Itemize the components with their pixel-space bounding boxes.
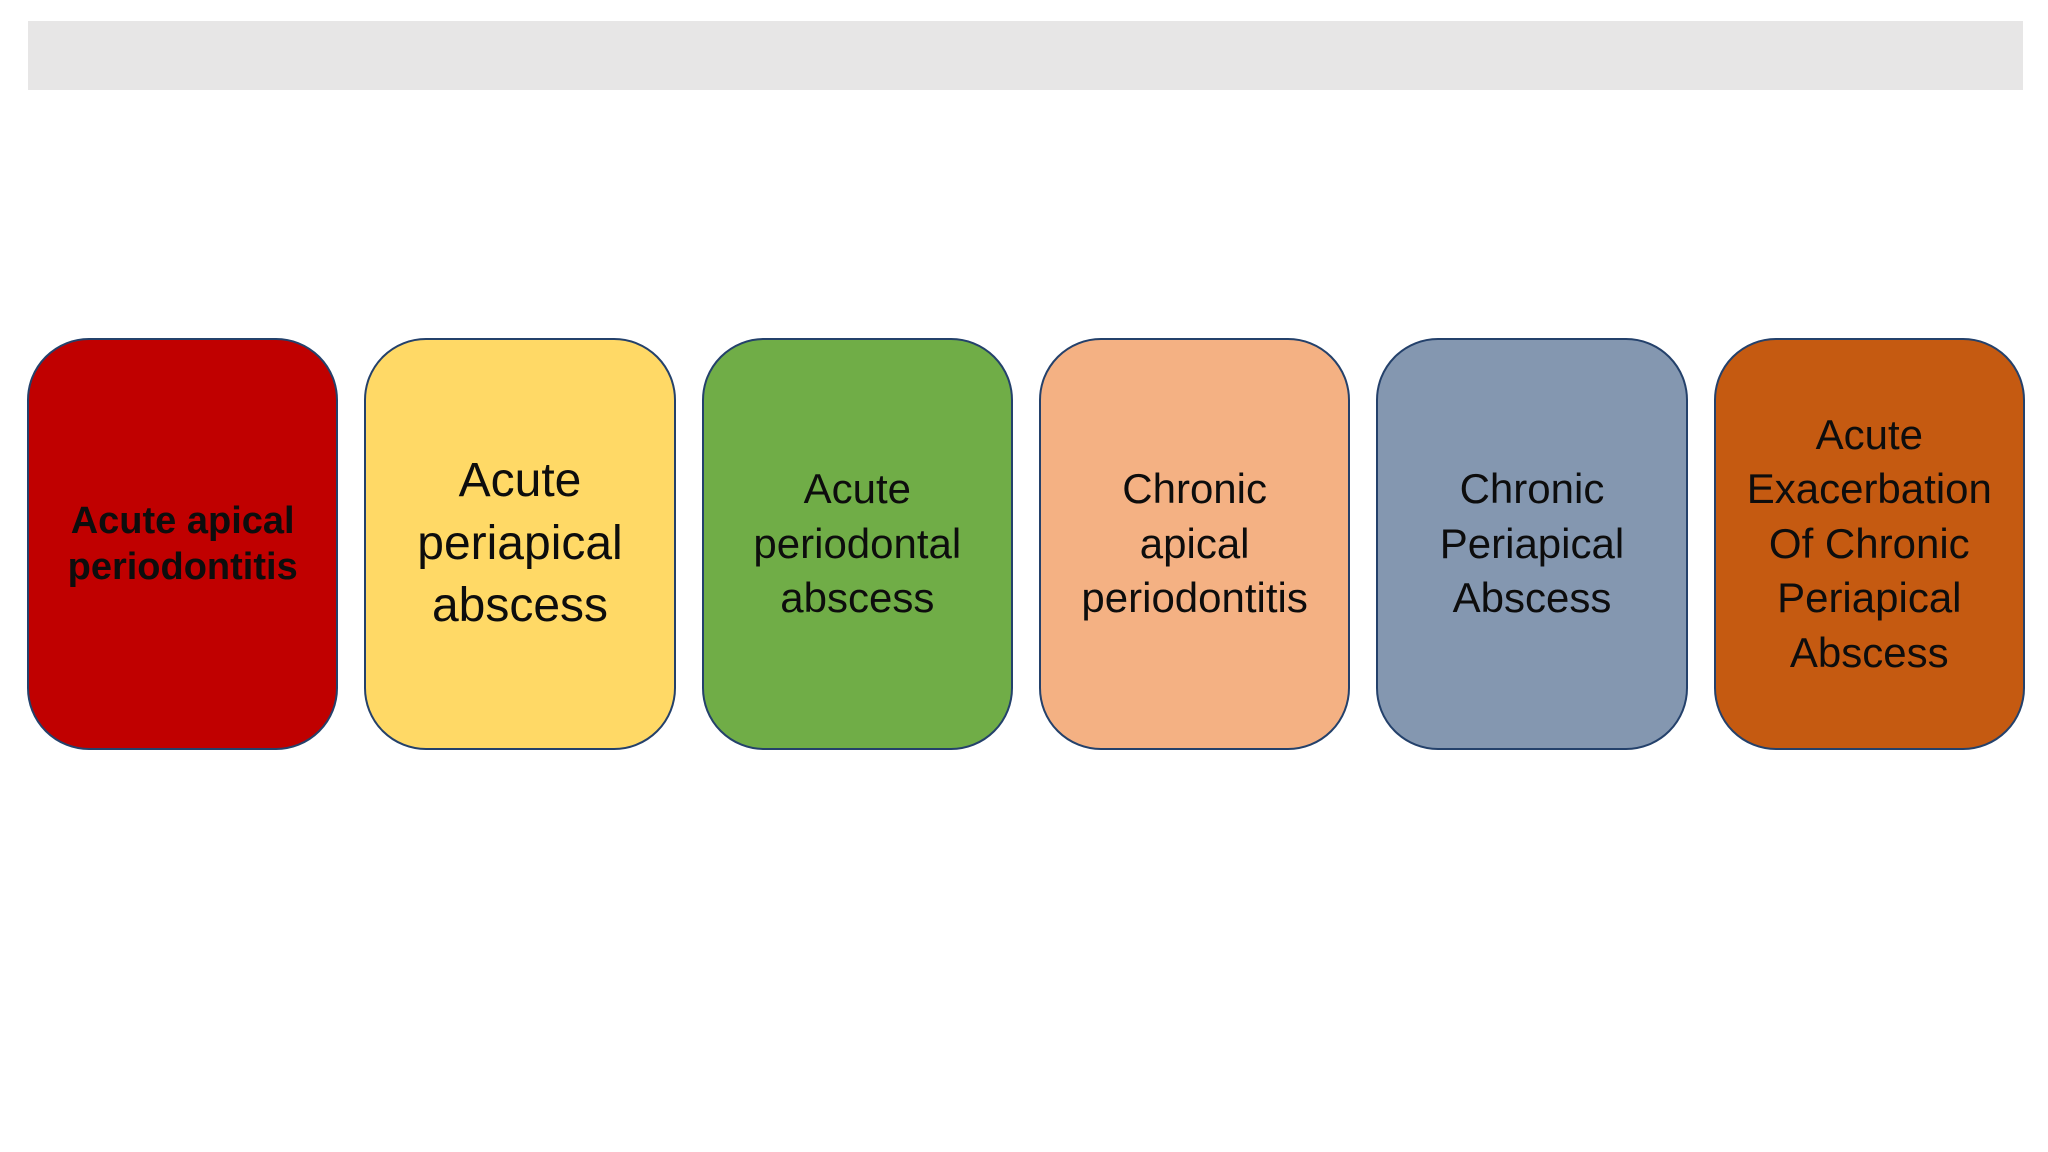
node-acute-apical-periodontitis: Acute apical periodontitis [27,338,339,750]
node-acute-periodontal-abscess: Acute periodontal abscess [701,338,1013,750]
node-acute-periapical-abscess: Acute periapical abscess [364,338,676,750]
diagram-row: Acute apical periodontitis Acute periapi… [27,338,2025,750]
node-chronic-periapical-abscess: Chronic Periapical Abscess [1376,338,1688,750]
top-banner-bar [28,21,2023,90]
node-acute-exacerbation-of-chronic-periapical-abscess: Acute Exacerbation Of Chronic Periapical… [1713,338,2025,750]
node-chronic-apical-periodontitis: Chronic apical periodontitis [1038,338,1351,750]
